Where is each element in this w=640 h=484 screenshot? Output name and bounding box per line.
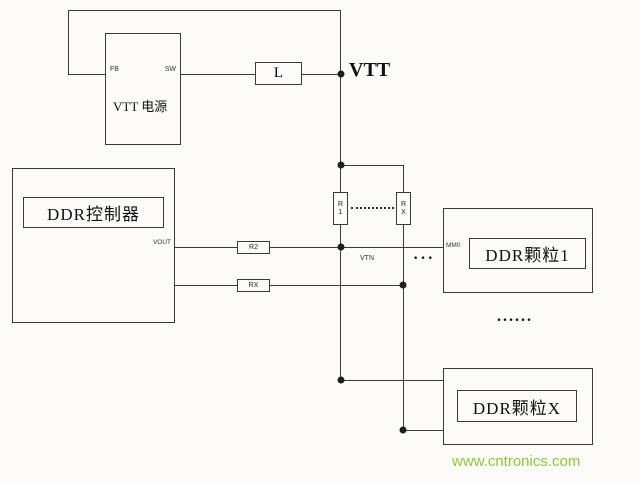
inductor-label: L [273,65,284,81]
wire-feedback-left [68,10,69,75]
resistor-r2-series: R2 [237,241,270,254]
ddr-controller-label-box: DDR控制器 [23,197,164,228]
junction-line1 [337,243,345,251]
junction-vtt [337,70,345,78]
ddr-chipx-label-box: DDR颗粒X [457,390,577,422]
vtt-power-supply-block: FB SW VTT 电源 [105,33,181,145]
wire-rx-branch [403,165,404,431]
junction-linex [399,281,407,289]
pin-fb-label: FB [110,66,119,73]
pin-mm0-label: MM0 [446,242,461,249]
junction-chipx-in [399,426,407,434]
resistor-r1: R 1 [333,192,348,225]
resistor-r1-line2: 1 [338,208,343,216]
vtt-node-label: VTT [349,59,391,81]
ddr-controller-label: DDR控制器 [47,205,140,224]
wire-to-chipx-bottom [403,430,444,431]
signal-ellipsis: ··· [413,250,436,267]
ddr-chip1-label-box: DDR颗粒1 [469,238,586,269]
wire-sw-to-inductor [181,74,255,75]
ddr-chipx-block: DDR颗粒X [443,368,593,445]
ddr-controller-block: DDR控制器 VOUT [12,168,175,323]
pin-vout-label: VOUT [152,239,171,246]
resistor-rx-series: RX [237,279,270,292]
wire-fb-input [68,74,106,75]
junction-bottom [337,376,345,384]
resistor-r2-label: R2 [249,244,258,251]
watermark-text: www.cntronics.com [452,453,581,470]
ddr-chipx-label: DDR颗粒X [472,398,562,418]
wire-to-chipx-top [340,380,444,381]
ddr-chip1-label: DDR颗粒1 [485,246,570,265]
pin-sw-label: SW [164,66,176,73]
vtt-psu-label: VTT 电源 [113,99,168,114]
resistor-rx-line2: X [401,208,406,216]
wire-signal-line-1 [175,247,444,248]
wire-feedback-top [68,10,341,11]
chip-ellipsis: ...... [497,308,533,325]
wire-inductor-to-vtt [302,74,341,75]
resistor-rx-series-label: RX [248,282,259,289]
vtn-label: VTN [360,255,374,262]
junction-branch [337,161,345,169]
resistor-rx-line1: R [400,200,407,208]
ddr-chip1-block: MM0 DDR颗粒1 [443,208,593,293]
resistor-ellipsis-line [351,207,394,209]
wire-rail-branch [340,165,404,166]
resistor-rx: R X [396,192,411,225]
resistor-r1-line1: R [337,200,344,208]
wire-signal-line-x [175,285,404,286]
inductor-block: L [255,62,302,85]
